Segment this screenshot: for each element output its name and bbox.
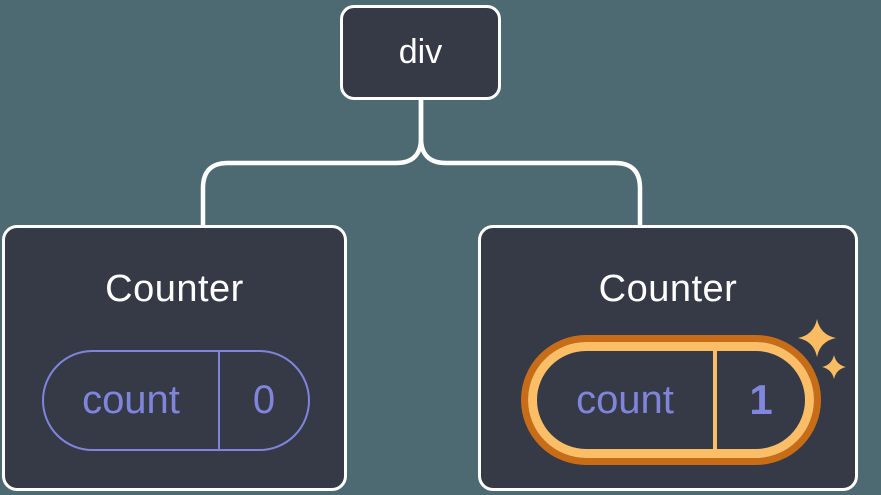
component-card-counter-right: Counter count 1 [478, 225, 858, 491]
state-name-cell: count [537, 351, 717, 449]
state-name: count [576, 377, 674, 422]
connector-left-branch [200, 97, 424, 235]
component-card-counter-left: Counter count 0 [2, 225, 347, 491]
state-value-cell: 0 [220, 352, 308, 449]
component-title: Counter [105, 268, 244, 310]
state-value: 1 [749, 376, 773, 423]
state-value: 0 [252, 378, 276, 422]
state-name-cell: count [44, 352, 220, 449]
state-pill-highlight-ring: count 1 [528, 342, 814, 458]
root-node-div: div [340, 5, 501, 100]
component-title: Counter [598, 268, 738, 310]
connector-right-branch [418, 97, 643, 235]
state-pill-highlighted: count 1 [521, 335, 821, 465]
state-name: count [82, 378, 180, 422]
root-node-label: div [398, 33, 443, 71]
state-value-cell: 1 [717, 351, 805, 449]
state-pill: count 0 [42, 350, 310, 451]
state-pill-content: count 1 [537, 351, 805, 449]
